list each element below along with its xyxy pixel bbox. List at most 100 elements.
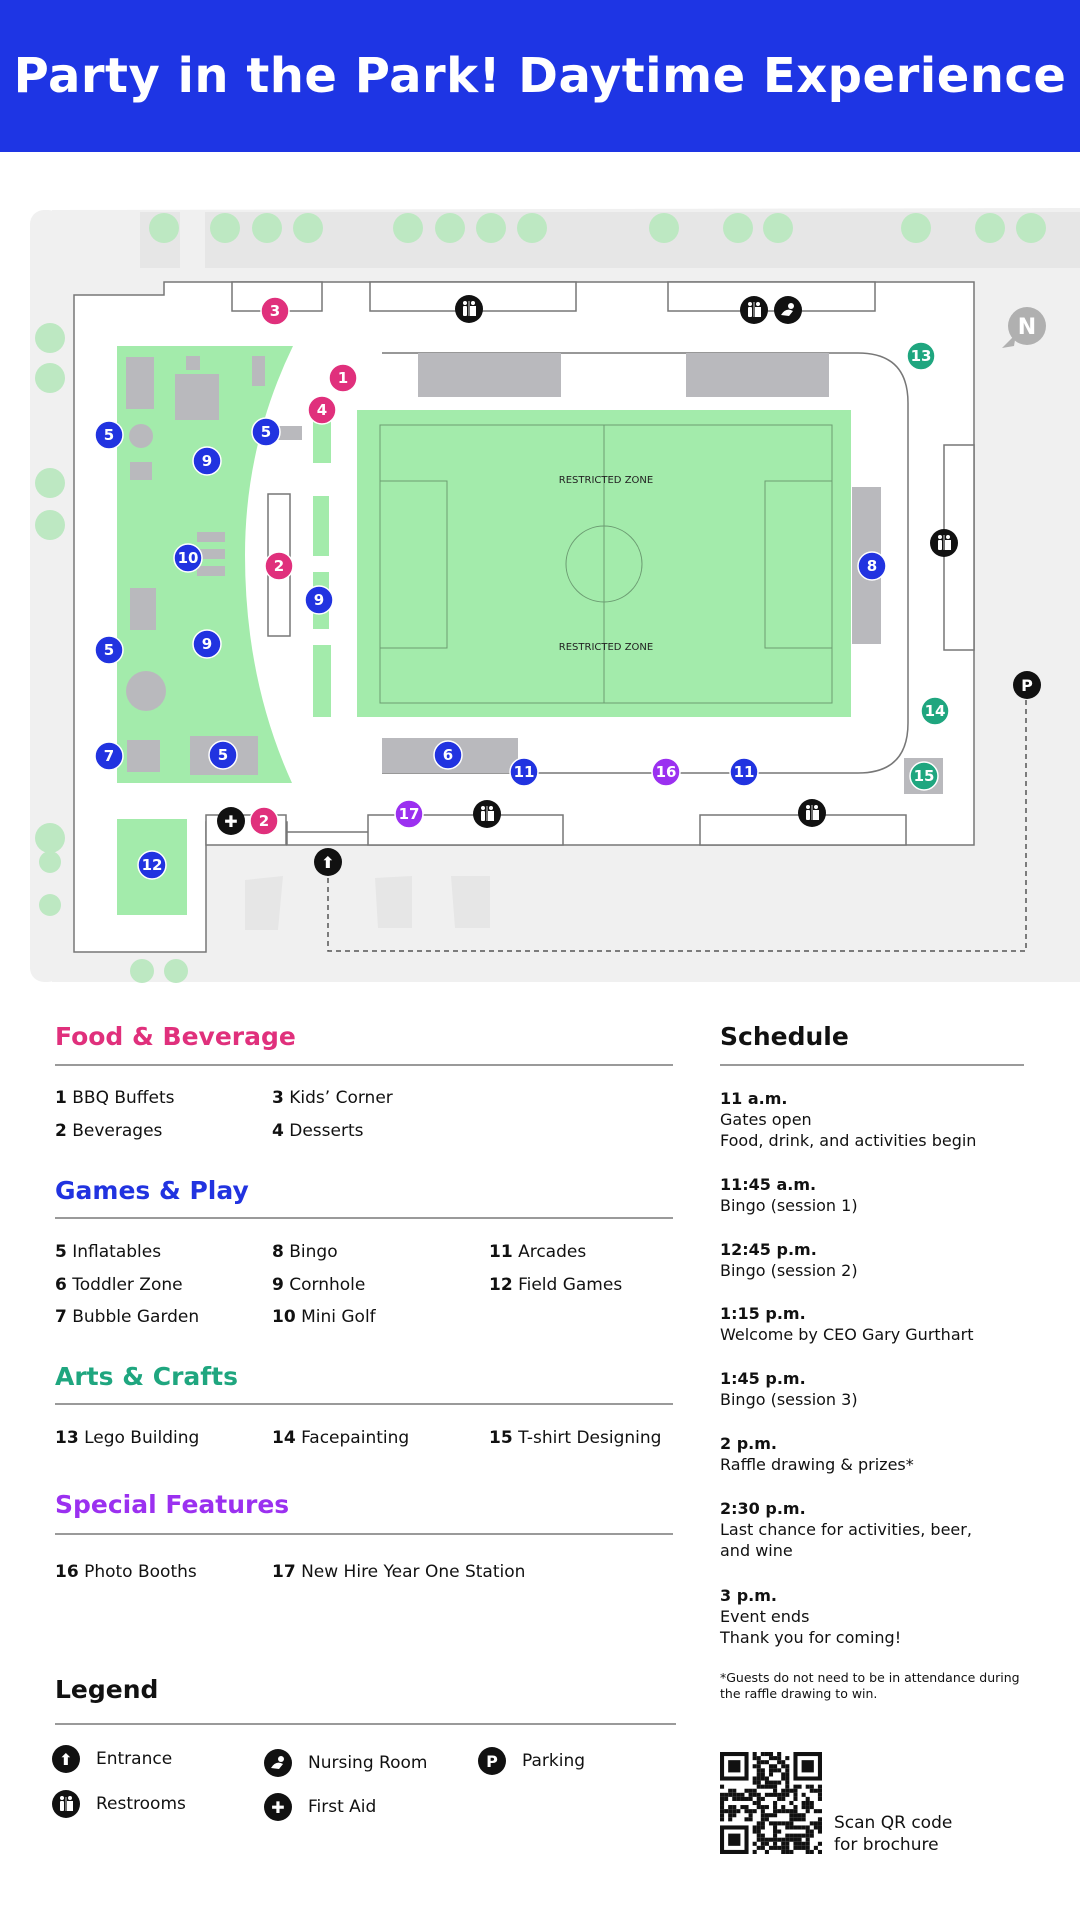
legend-label: Parking bbox=[522, 1751, 586, 1771]
divider bbox=[55, 1723, 676, 1725]
map-marker-8[interactable]: 8 bbox=[857, 551, 887, 581]
games-item-10: 10 Mini Golf bbox=[272, 1307, 376, 1327]
item-number: 6 bbox=[55, 1274, 67, 1295]
games-item-8: 8 Bingo bbox=[272, 1242, 338, 1262]
nursing-room-icon bbox=[774, 296, 802, 324]
map-marker-7[interactable]: 7 bbox=[94, 741, 124, 771]
item-number: 15 bbox=[489, 1428, 513, 1448]
item-label: Arcades bbox=[518, 1242, 587, 1262]
entrance-icon: ⬆ bbox=[52, 1745, 80, 1773]
map-marker-9[interactable]: 9 bbox=[304, 585, 334, 615]
svg-text:11: 11 bbox=[514, 763, 535, 781]
schedule-description: Event ends bbox=[720, 1607, 810, 1626]
schedule-description: Gates open bbox=[720, 1110, 812, 1129]
map-marker-16[interactable]: 16 bbox=[651, 757, 681, 787]
svg-text:9: 9 bbox=[314, 591, 324, 609]
qr-label: Scan QR code for brochure bbox=[834, 1812, 952, 1856]
schedule-description: and wine bbox=[720, 1541, 793, 1560]
restroom-icon bbox=[455, 295, 483, 323]
schedule-entry: 1:45 p.m. Bingo (session 3) bbox=[720, 1368, 1040, 1410]
qr-label-line1: Scan QR code bbox=[834, 1813, 953, 1833]
schedule-entry: 2 p.m.Raffle drawing & prizes* bbox=[720, 1433, 1040, 1475]
food-item-4: 4 Desserts bbox=[272, 1121, 363, 1141]
item-number: 1 bbox=[55, 1088, 67, 1108]
svg-text:6: 6 bbox=[443, 746, 453, 764]
parking-icon: P bbox=[1013, 671, 1041, 699]
item-number: 8 bbox=[272, 1242, 284, 1262]
games-item-6: 6 Toddler Zone bbox=[55, 1275, 183, 1295]
arts-item-15: 15 T-shirt Designing bbox=[489, 1428, 661, 1448]
svg-text:13: 13 bbox=[911, 347, 932, 365]
schedule-time: 12:45 p.m. bbox=[720, 1240, 817, 1259]
play-lawn bbox=[117, 346, 293, 783]
schedule-description: Bingo (session 3) bbox=[720, 1390, 858, 1409]
qr-code[interactable] bbox=[720, 1752, 822, 1854]
item-number: 2 bbox=[55, 1120, 67, 1141]
svg-text:2: 2 bbox=[259, 812, 269, 830]
map-marker-2[interactable]: 2 bbox=[264, 551, 294, 581]
map-marker-13[interactable]: 13 bbox=[906, 341, 936, 371]
games-item-9: 9 Cornhole bbox=[272, 1275, 365, 1295]
map-marker-5[interactable]: 5 bbox=[251, 417, 281, 447]
schedule-entry: 1:15 p.m.Welcome by CEO Gary Gurthart bbox=[720, 1303, 1040, 1345]
svg-text:15: 15 bbox=[914, 767, 935, 785]
map-marker-11[interactable]: 11 bbox=[729, 757, 759, 787]
legend-label: Restrooms bbox=[96, 1794, 186, 1814]
divider bbox=[55, 1217, 673, 1219]
food-section-title: Food & Beverage bbox=[55, 1022, 296, 1051]
svg-text:✚: ✚ bbox=[224, 812, 237, 831]
map-marker-4[interactable]: 4 bbox=[307, 395, 337, 425]
svg-text:17: 17 bbox=[399, 805, 420, 823]
map-marker-1[interactable]: 1 bbox=[328, 363, 358, 393]
item-label: New Hire Year One Station bbox=[301, 1562, 526, 1582]
item-number: 11 bbox=[489, 1242, 513, 1262]
restroom-icon bbox=[473, 800, 501, 828]
item-number: 16 bbox=[55, 1562, 79, 1582]
map-marker-12[interactable]: 12 bbox=[137, 850, 167, 880]
map-marker-3[interactable]: 3 bbox=[260, 296, 290, 326]
special-section-title: Special Features bbox=[55, 1490, 290, 1519]
divider bbox=[55, 1403, 673, 1405]
park-map: RESTRICTED ZONE RESTRICTED ZONE bbox=[30, 208, 1080, 983]
item-label: Field Games bbox=[518, 1274, 623, 1295]
schedule-time: 2:30 p.m. bbox=[720, 1499, 806, 1518]
games-item-5: 5 Inflatables bbox=[55, 1242, 161, 1262]
schedule-time: 1:45 p.m. bbox=[720, 1369, 806, 1388]
food-item-3: 3 Kids’ Corner bbox=[272, 1088, 393, 1108]
item-label: Inflatables bbox=[72, 1242, 162, 1262]
item-label: Beverages bbox=[72, 1120, 163, 1141]
legend-item-first-aid: ✚First Aid bbox=[264, 1793, 376, 1821]
svg-text:3: 3 bbox=[270, 302, 280, 320]
item-label: Lego Building bbox=[84, 1428, 200, 1448]
restroom-icon bbox=[798, 799, 826, 827]
map-marker-9[interactable]: 9 bbox=[192, 629, 222, 659]
parking-icon: P bbox=[478, 1747, 506, 1775]
svg-text:1: 1 bbox=[338, 369, 348, 387]
map-marker-6[interactable]: 6 bbox=[433, 740, 463, 770]
svg-text:12: 12 bbox=[142, 856, 163, 874]
schedule-description: Last chance for activities, beer, bbox=[720, 1520, 972, 1539]
games-item-12: 12 Field Games bbox=[489, 1275, 622, 1295]
svg-text:⬆: ⬆ bbox=[321, 853, 334, 872]
map-marker-14[interactable]: 14 bbox=[920, 696, 950, 726]
map-marker-11[interactable]: 11 bbox=[509, 757, 539, 787]
item-label: Kids’ Corner bbox=[289, 1088, 393, 1108]
map-marker-15[interactable]: 15 bbox=[909, 761, 939, 791]
map-marker-17[interactable]: 17 bbox=[394, 799, 424, 829]
svg-text:14: 14 bbox=[925, 702, 946, 720]
map-marker-5[interactable]: 5 bbox=[94, 635, 124, 665]
map-marker-9[interactable]: 9 bbox=[192, 446, 222, 476]
map-marker-10[interactable]: 10 bbox=[173, 543, 203, 573]
item-number: 4 bbox=[272, 1120, 284, 1141]
svg-text:9: 9 bbox=[202, 452, 212, 470]
schedule-entry: 12:45 p.m.Bingo (session 2) bbox=[720, 1239, 1040, 1281]
item-label: Desserts bbox=[289, 1120, 364, 1141]
map-marker-5[interactable]: 5 bbox=[94, 420, 124, 450]
schedule-time: 1:15 p.m. bbox=[720, 1304, 806, 1323]
restricted-zone-label-top: RESTRICTED ZONE bbox=[559, 475, 653, 486]
map-marker-5[interactable]: 5 bbox=[208, 740, 238, 770]
item-label: Cornhole bbox=[289, 1274, 366, 1295]
item-number: 12 bbox=[489, 1274, 513, 1295]
map-marker-2[interactable]: 2 bbox=[249, 806, 279, 836]
